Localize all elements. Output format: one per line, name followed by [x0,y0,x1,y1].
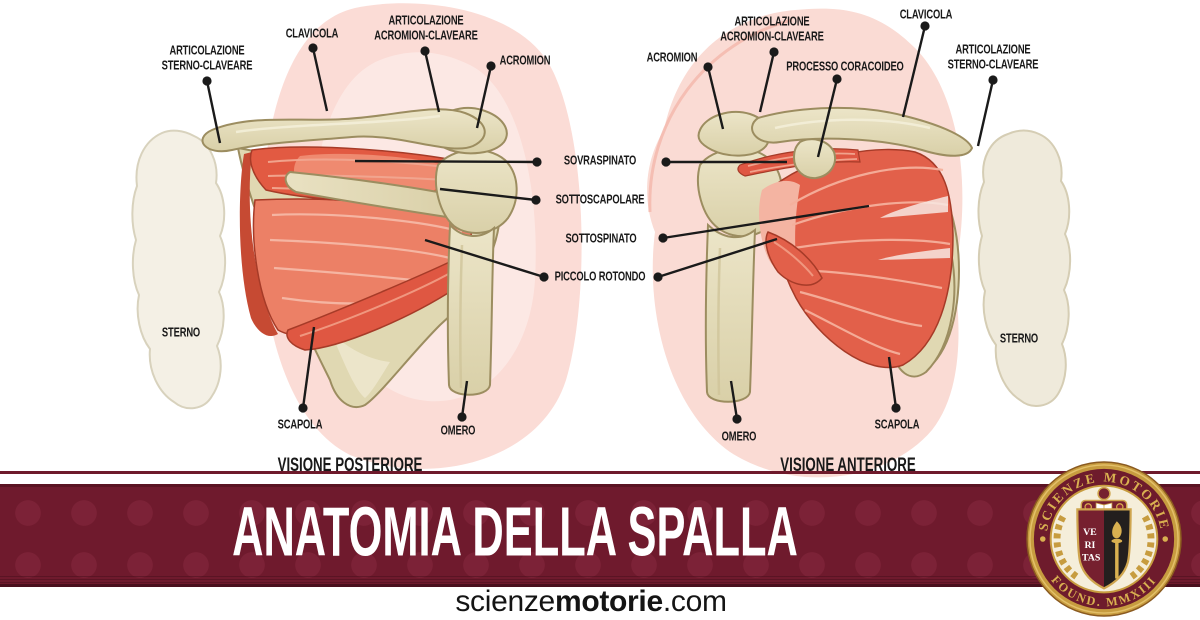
banner-title: ANATOMIA DELLA SPALLA [232,492,798,571]
website-url: scienzemotorie.com [455,585,727,619]
veritas-motto: VE RI TAS [1082,527,1101,564]
website-prefix: scienze [455,585,555,618]
anterior-shoulder-art [647,8,1072,478]
label-piccolo-rotondo: PICCOLO ROTONDO [554,268,646,284]
label-clavicola-anterior: CLAVICOLA [899,6,953,22]
label-scapola-posterior: SCAPOLA [277,416,323,432]
label-clavicola-posterior: CLAVICOLA [285,25,339,41]
crest-top-ornament [1097,486,1111,501]
label-sottoscapolare: SOTTOSCAPOLARE [555,191,645,207]
clavicle-bone [751,106,974,157]
title-banner [0,484,1200,587]
caption-visione-anteriore: VISIONE ANTERIORE [780,455,916,476]
label-acromion-anterior: ACROMION [646,49,698,65]
label-omero-posterior: OMERO [440,422,476,438]
label-articolazione-acromion-claveare-posterior: ARTICOLAZIONE ACROMION-CLAVEARE [374,12,478,42]
website-bold: motorie [554,585,663,618]
label-sterno-anterior: STERNO [999,330,1039,346]
label-articolazione-acromion-claveare-anterior: ARTICOLAZIONE ACROMION-CLAVEARE [720,13,824,43]
label-sterno-posterior: STERNO [161,324,201,340]
sternum-bone [977,129,1072,407]
label-acromion-posterior: ACROMION [499,52,551,68]
posterior-shoulder-art [131,3,582,469]
shield-left-half [1077,509,1104,589]
label-articolazione-sterno-claveare-anterior: ARTICOLAZIONE STERNO-CLAVEARE [947,41,1039,71]
acromion-bone [697,111,771,157]
label-sovraspinato: SOVRASPINATO [563,152,637,168]
divider-line [0,471,1200,474]
website-suffix: .com [662,585,727,618]
leader-dot-group [202,21,998,424]
leader-line-group [205,25,995,420]
label-scapola-anterior: SCAPOLA [874,416,920,432]
caption-visione-posteriore: VISIONE POSTERIORE [277,455,423,476]
sternum-bone [131,129,227,410]
label-omero-anterior: OMERO [721,428,757,444]
scienze-motorie-logo: SCIENZE MOTORIE FOUND. MMXIII VE RI TAS [1026,461,1182,617]
label-sottospinato: SOTTOSPINATO [565,230,637,246]
coracoid-process-bone [792,138,836,180]
torch-icon [1111,521,1123,579]
label-processo-coracoideo-anterior: PROCESSO CORACOIDEO [786,58,904,74]
subscapularis-muscle [772,148,954,369]
label-articolazione-sterno-claveare-posterior: ARTICOLAZIONE STERNO-CLAVEARE [161,42,253,72]
